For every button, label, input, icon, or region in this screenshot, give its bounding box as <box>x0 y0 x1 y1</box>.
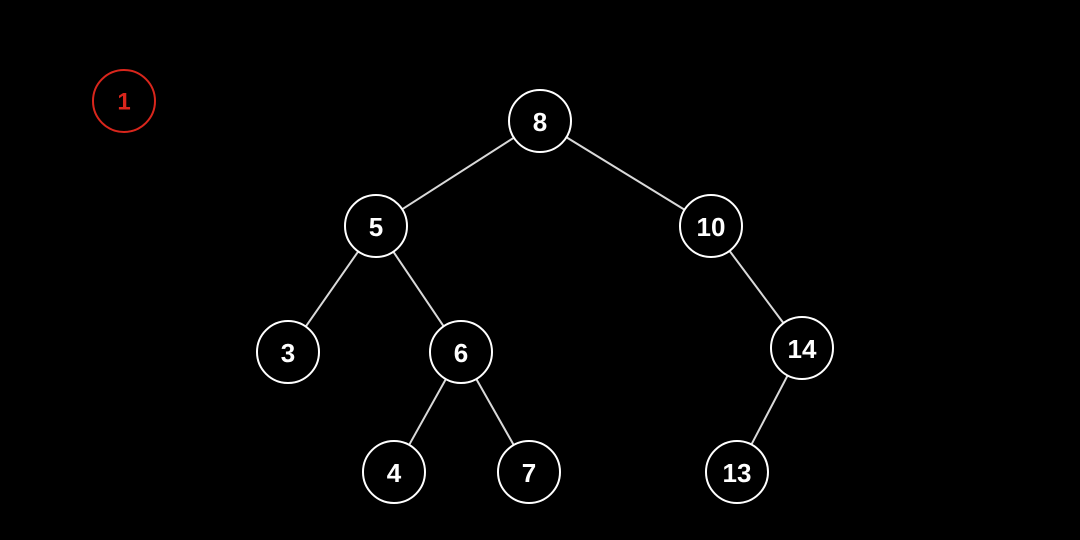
tree-node-label: 8 <box>533 107 547 137</box>
tree-nodes: 8 5 10 3 6 14 4 7 13 <box>256 89 834 504</box>
tree-edge-6-7 <box>475 377 515 447</box>
tree-node-label: 3 <box>281 338 295 368</box>
tree-node-label: 4 <box>387 458 402 488</box>
tree-edge-10-14 <box>728 249 785 325</box>
tree-node-label: 6 <box>454 338 468 368</box>
tree-node-circle <box>705 440 769 504</box>
step-badge-label: 1 <box>117 89 130 116</box>
tree-node-label: 5 <box>369 212 383 242</box>
tree-node-circle <box>256 320 320 384</box>
tree-node-7: 7 <box>497 440 561 504</box>
tree-edge-5-3 <box>304 250 360 328</box>
tree-node-8: 8 <box>508 89 572 153</box>
step-badge-circle <box>92 69 156 133</box>
step-badge: 1 <box>92 69 156 133</box>
tree-node-3: 3 <box>256 320 320 384</box>
tree-edge-14-13 <box>750 374 789 446</box>
tree-node-circle <box>497 440 561 504</box>
tree-node-circle <box>344 194 408 258</box>
tree-edge-8-5 <box>401 136 515 211</box>
tree-node-circle <box>362 440 426 504</box>
tree-node-6: 6 <box>429 320 493 384</box>
tree-edge-8-10 <box>565 136 686 211</box>
tree-node-label: 10 <box>697 212 726 242</box>
tree-node-10: 10 <box>679 194 743 258</box>
tree-node-label: 7 <box>522 458 536 488</box>
tree-node-5: 5 <box>344 194 408 258</box>
tree-node-circle <box>770 316 834 380</box>
tree-edge-6-4 <box>408 378 447 446</box>
tree-node-14: 14 <box>770 316 834 380</box>
tree-node-4: 4 <box>362 440 426 504</box>
tree-node-circle <box>508 89 572 153</box>
tree-node-label: 13 <box>723 458 752 488</box>
tree-node-circle <box>679 194 743 258</box>
tree-node-13: 13 <box>705 440 769 504</box>
tree-node-circle <box>429 320 493 384</box>
tree-edges <box>304 136 789 447</box>
tree-node-label: 14 <box>788 334 817 364</box>
tree-edge-5-6 <box>392 250 445 328</box>
